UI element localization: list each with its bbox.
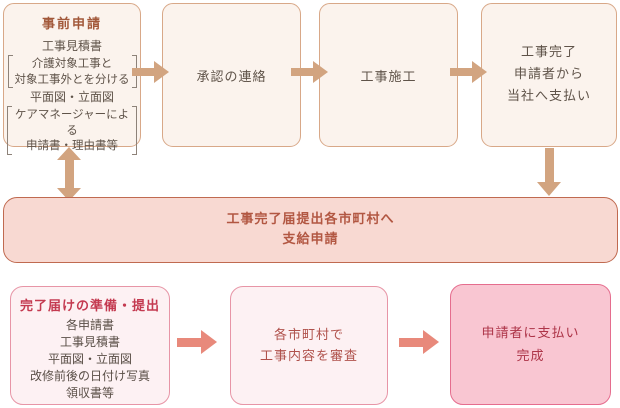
report-prep-item: 領収書等 — [65, 386, 114, 400]
final-payment-line: 申請者に支払い — [481, 325, 580, 341]
step-completion-box: 工事完了 申請者から 当社へ支払い — [481, 3, 617, 147]
submission-label: 工事完了届提出各市町村へ 支給申請 — [4, 198, 617, 262]
report-prep-title: 完了届けの準備・提出 — [19, 299, 160, 314]
bracket-note-line: 対象工事外とを分ける — [14, 71, 130, 86]
pre-application-bracket-note-2: ケアマネージャーによる 申請書・理由書等 — [7, 106, 137, 155]
report-prep-item: 改修前後の日付け写真 — [29, 369, 150, 383]
pre-application-bracket-note-1: 介護対象工事と 対象工事外とを分ける — [7, 55, 137, 88]
left-bracket-icon — [7, 55, 13, 88]
review-line: 工事内容を審査 — [259, 348, 358, 364]
construction-label: 工事施工 — [360, 69, 417, 85]
review-label: 各市町村で 工事内容を審査 — [231, 287, 387, 404]
step-report-prep-box: 完了届けの準備・提出 各申請書 工事見積書 平面図・立面図 改修前後の日付け写真… — [10, 286, 170, 405]
review-line: 各市町村で — [273, 327, 344, 343]
pre-application-title: 事前申請 — [41, 17, 102, 32]
final-payment-line: 完成 — [516, 348, 545, 364]
bracket-note-line: ケアマネージャーによる — [14, 107, 130, 137]
completion-line: 申請者から — [513, 67, 584, 82]
step-approval-box: 承認の連絡 — [162, 3, 301, 147]
flow-arrow-updown-icon — [57, 147, 81, 201]
final-payment-label: 申請者に支払い 完成 — [451, 285, 610, 404]
flow-arrow-right-icon — [177, 330, 217, 354]
flow-arrow-right-icon — [450, 61, 487, 83]
approval-label: 承認の連絡 — [196, 69, 267, 85]
step-pre-application-box: 事前申請 工事見積書 介護対象工事と 対象工事外とを分ける 平面図・立面図 ケア… — [3, 3, 141, 155]
report-prep-item: 工事見積書 — [59, 335, 120, 349]
flow-arrow-down-icon — [537, 148, 561, 196]
submission-line: 支給申請 — [282, 232, 339, 247]
step-construction-box: 工事施工 — [319, 3, 458, 147]
pre-application-doc-plans: 平面図・立面図 — [29, 90, 114, 104]
step-final-payment-box: 申請者に支払い 完成 — [450, 284, 611, 405]
flow-arrow-right-icon — [399, 330, 439, 354]
submission-line: 工事完了届提出各市町村へ — [226, 212, 395, 227]
completion-line: 当社へ支払い — [506, 89, 591, 104]
flow-arrow-right-icon — [291, 61, 328, 83]
pre-application-doc-estimate: 工事見積書 — [41, 39, 102, 53]
completion-label: 工事完了 申請者から 当社へ支払い — [482, 4, 616, 146]
bracket-note-line: 介護対象工事と — [31, 56, 113, 70]
right-bracket-icon — [132, 106, 137, 155]
flow-arrow-right-icon — [132, 61, 169, 83]
completion-line: 工事完了 — [520, 45, 577, 60]
bracket-note-line: 申請書・理由書等 — [26, 138, 118, 152]
step-submission-box: 工事完了届提出各市町村へ 支給申請 — [3, 197, 618, 263]
step-review-box: 各市町村で 工事内容を審査 — [230, 286, 388, 405]
report-prep-item: 平面図・立面図 — [47, 352, 132, 366]
left-bracket-icon — [7, 106, 12, 155]
report-prep-item: 各申請書 — [65, 318, 114, 332]
